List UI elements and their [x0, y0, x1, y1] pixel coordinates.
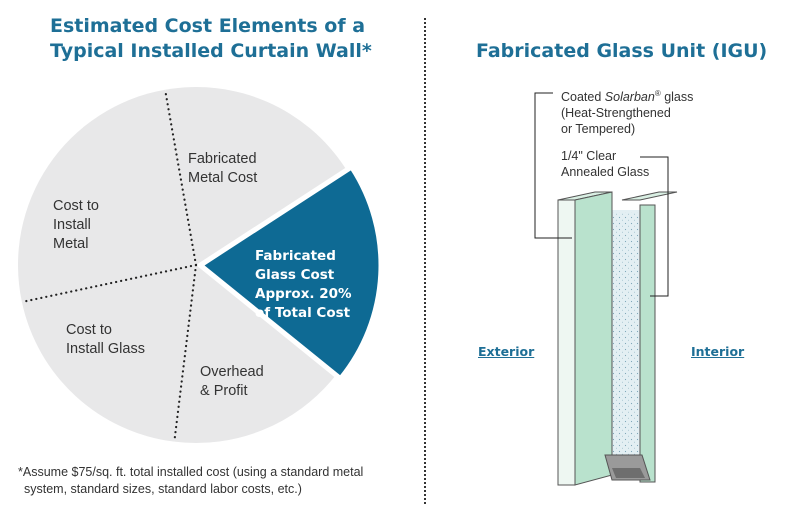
slice-label-cost-to-install-metal: Cost to Install Metal	[53, 197, 99, 254]
cost-pie-chart	[18, 87, 382, 443]
pie-slice-fabricated-glass-cost	[199, 166, 382, 380]
clear-callout-line	[640, 156, 669, 297]
pie-divider-line	[20, 263, 198, 304]
coated-glass-callout-line-3: or Tempered)	[561, 122, 636, 137]
slice-label-fabricated-glass-cost: Fabricated Glass Cost Approx. 20% of Tot…	[255, 247, 352, 323]
coated-glass-callout: Coated Solarban® glass (Heat-Strengthene…	[561, 86, 693, 137]
solarban-brand: Solarban	[604, 90, 655, 105]
slice-label-cost-to-install-glass: Cost to Install Glass	[66, 321, 145, 359]
pie-title-line-2: Typical Installed Curtain Wall*	[50, 40, 372, 62]
interior-pane-top	[621, 191, 678, 201]
clear-glass-callout-line-1: 1/4" Clear	[561, 149, 617, 163]
footnote-line-2: system, standard sizes, standard labor c…	[24, 482, 302, 496]
coated-glass-callout-line-2: (Heat-Strengthened	[561, 106, 671, 121]
exterior-pane-side	[574, 191, 613, 486]
exterior-pane-front	[557, 199, 576, 486]
pie-title: Estimated Cost Elements of a Typical Ins…	[50, 14, 430, 64]
clear-glass-callout-line-2: Annealed Glass	[561, 165, 650, 179]
pie-slice-overhead-profit	[174, 265, 335, 443]
interior-pane-face	[639, 204, 656, 483]
slice-label-line: Fabricated	[255, 248, 336, 264]
interior-label: Interior	[691, 344, 745, 359]
pie-slice-cost-to-install-glass	[21, 265, 197, 442]
slice-label-line: Install Glass	[66, 341, 145, 357]
slice-label-line: Metal	[53, 236, 89, 252]
panel-divider	[424, 18, 426, 504]
igu-spacer-edge	[612, 468, 645, 478]
callout-text: glass	[660, 90, 694, 105]
callout-text: Coated	[561, 90, 605, 105]
pie-divider-line	[163, 88, 198, 267]
pie-divider-line	[173, 263, 198, 443]
slice-label-line: Install	[53, 217, 91, 233]
slice-label-line: Cost to	[66, 322, 112, 338]
slice-label-line: Fabricated	[188, 151, 257, 167]
slice-label-line: Glass Cost	[255, 267, 335, 283]
pie-slice-cost-to-install-metal	[18, 89, 197, 303]
exterior-label: Exterior	[478, 344, 535, 359]
slice-label-line: Cost to	[53, 198, 99, 214]
footnote: *Assume $75/sq. ft. total installed cost…	[18, 464, 363, 498]
slice-label-line: Overhead	[200, 364, 264, 380]
footnote-line-1: *Assume $75/sq. ft. total installed cost…	[18, 465, 364, 479]
pie-slice-fabricated-metal-cost	[165, 87, 346, 266]
igu-title: Fabricated Glass Unit (IGU)	[476, 40, 768, 62]
slice-label-overhead-profit: Overhead & Profit	[200, 363, 264, 401]
coated-glass-callout-line-1: Coated Solarban® glass	[561, 86, 693, 105]
slice-label-fabricated-metal-cost: Fabricated Metal Cost	[188, 150, 257, 188]
slice-label-line: Approx. 20%	[255, 286, 352, 302]
coated-callout-line	[534, 92, 572, 239]
slice-label-line: Metal Cost	[188, 170, 258, 186]
slice-label-line: & Profit	[200, 383, 248, 399]
slice-label-line: of Total Cost	[255, 305, 351, 321]
registered-mark: ®	[654, 89, 661, 98]
clear-glass-callout: 1/4" Clear Annealed Glass	[561, 148, 649, 180]
pie-title-line-1: Estimated Cost Elements of a	[50, 15, 366, 37]
